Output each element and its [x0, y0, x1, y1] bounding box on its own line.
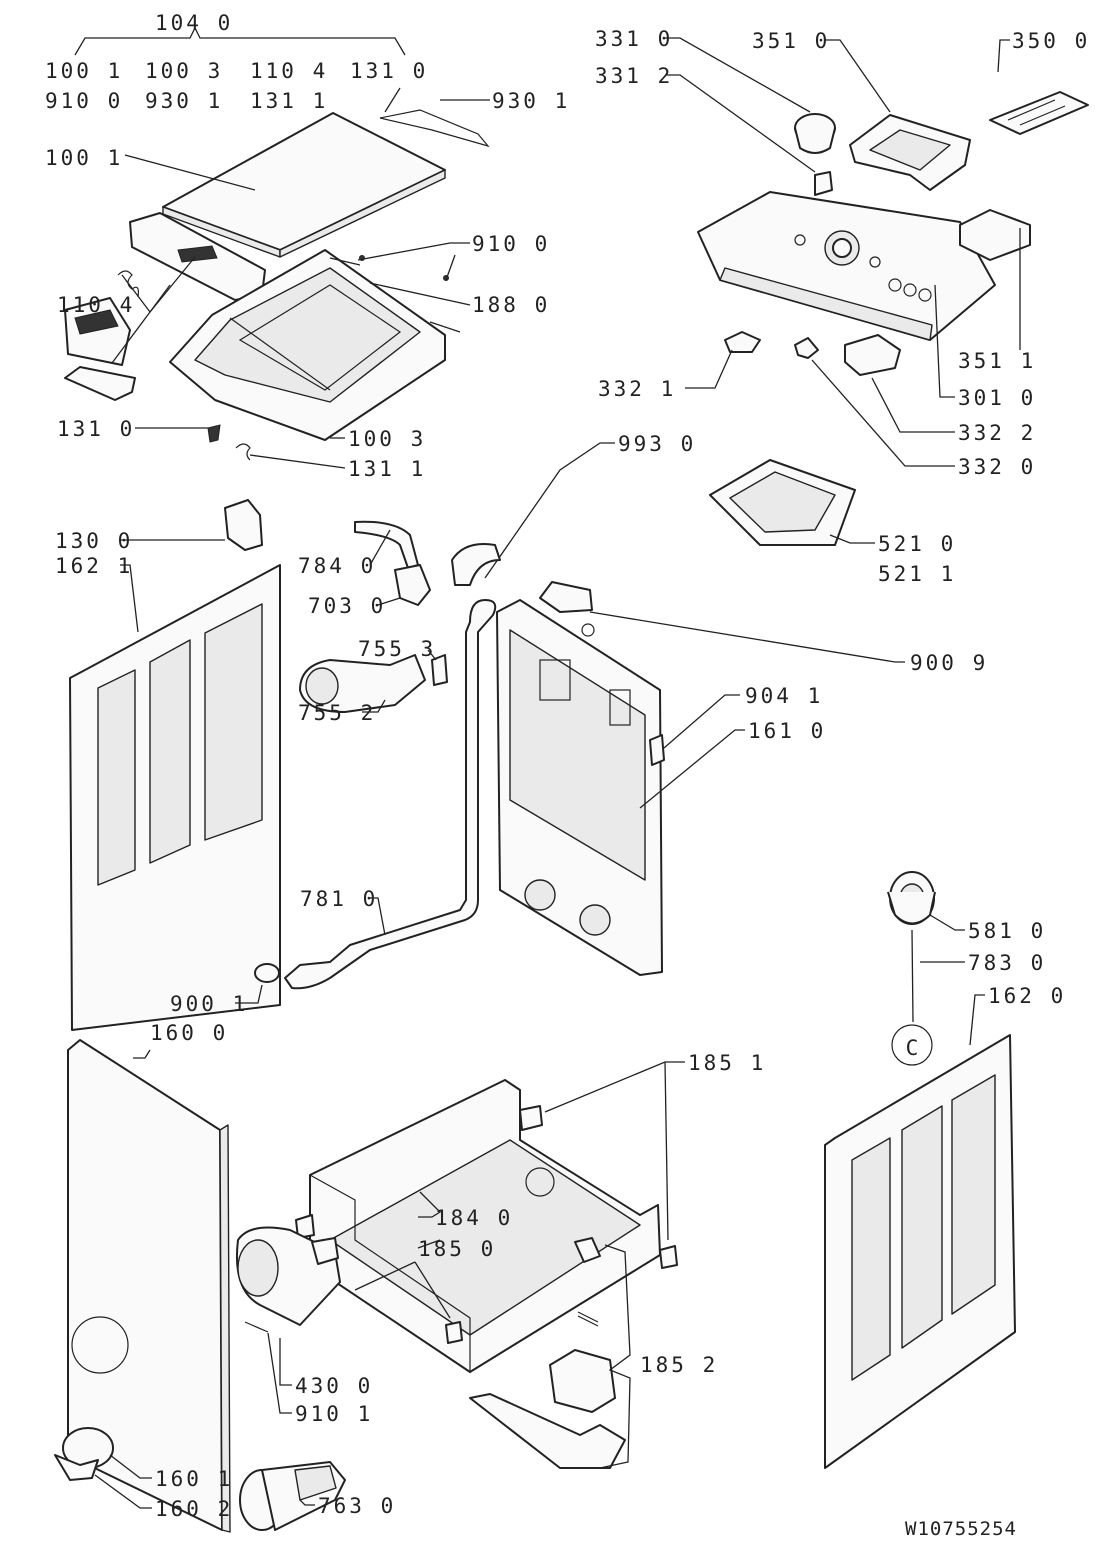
label-110-4: 110 4	[57, 293, 135, 317]
label-162-1: 162 1	[55, 554, 133, 578]
label-783-0: 783 0	[968, 951, 1046, 975]
label-581-0: 581 0	[968, 919, 1046, 943]
label-131-1: 131 1	[348, 457, 426, 481]
label-755-2: 755 2	[298, 701, 376, 725]
right-assembly: C	[824, 871, 1016, 1469]
label-185-0: 185 0	[418, 1237, 496, 1261]
label-100-1: 100 1	[45, 146, 123, 170]
leaders-top-left	[74, 26, 490, 469]
part-labels: 104 0 100 1 100 3 110 4 131 0 910 0 930 …	[45, 11, 1090, 1540]
label-184-0: 184 0	[435, 1206, 513, 1230]
label-784-0: 784 0	[298, 554, 376, 578]
label-703-0: 703 0	[308, 594, 386, 618]
label-130-0: 130 0	[55, 529, 133, 553]
label-131-0: 131 0	[57, 417, 135, 441]
label-900-9: 900 9	[910, 651, 988, 675]
label-131-1-group: 131 1	[250, 89, 328, 113]
bottom-assembly	[54, 1039, 678, 1533]
label-331-0: 331 0	[595, 27, 673, 51]
label-910-1: 910 1	[295, 1402, 373, 1426]
label-521-1: 521 1	[878, 562, 956, 586]
label-351-1: 351 1	[958, 349, 1036, 373]
label-185-1: 185 1	[688, 1051, 766, 1075]
leaders-bottom	[94, 1049, 685, 1509]
label-188-0: 188 0	[472, 293, 550, 317]
label-160-1: 160 1	[155, 1467, 233, 1491]
label-161-0: 161 0	[748, 719, 826, 743]
label-185-2: 185 2	[640, 1353, 718, 1377]
label-332-0: 332 0	[958, 455, 1036, 479]
label-910-0-group: 910 0	[45, 89, 123, 113]
label-755-3: 755 3	[358, 637, 436, 661]
label-350-0: 350 0	[1012, 29, 1090, 53]
label-930-1: 930 1	[492, 89, 570, 113]
label-301-0: 301 0	[958, 386, 1036, 410]
leaders-middle	[120, 529, 905, 1004]
label-900-1: 900 1	[170, 992, 248, 1016]
label-763-0: 763 0	[318, 1494, 396, 1518]
document-id: W10755254	[905, 1518, 1017, 1540]
label-332-1: 332 1	[598, 377, 676, 401]
label-930-1-group: 930 1	[145, 89, 223, 113]
lid-assembly	[64, 109, 490, 461]
label-904-1: 904 1	[745, 684, 823, 708]
leaders-right	[920, 914, 985, 1046]
label-100-3-group: 100 3	[145, 59, 223, 83]
label-104-0: 104 0	[155, 11, 233, 35]
label-162-0: 162 0	[988, 984, 1066, 1008]
label-100-3: 100 3	[348, 427, 426, 451]
control-panel-assembly	[697, 91, 1089, 546]
label-781-0: 781 0	[300, 887, 378, 911]
label-430-0: 430 0	[295, 1374, 373, 1398]
label-521-0: 521 0	[878, 532, 956, 556]
label-131-0-group: 131 0	[350, 59, 428, 83]
connector-label-c: C	[906, 1036, 919, 1060]
label-910-0: 910 0	[472, 232, 550, 256]
label-332-2: 332 2	[958, 421, 1036, 445]
label-351-0: 351 0	[752, 29, 830, 53]
label-331-2: 331 2	[595, 64, 673, 88]
label-160-0: 160 0	[150, 1021, 228, 1045]
label-160-2: 160 2	[155, 1497, 233, 1521]
label-100-1-group: 100 1	[45, 59, 123, 83]
leaders-top-right	[484, 37, 1021, 579]
middle-assembly	[69, 499, 665, 1031]
label-110-4-group: 110 4	[250, 59, 328, 83]
label-993-0: 993 0	[618, 432, 696, 456]
